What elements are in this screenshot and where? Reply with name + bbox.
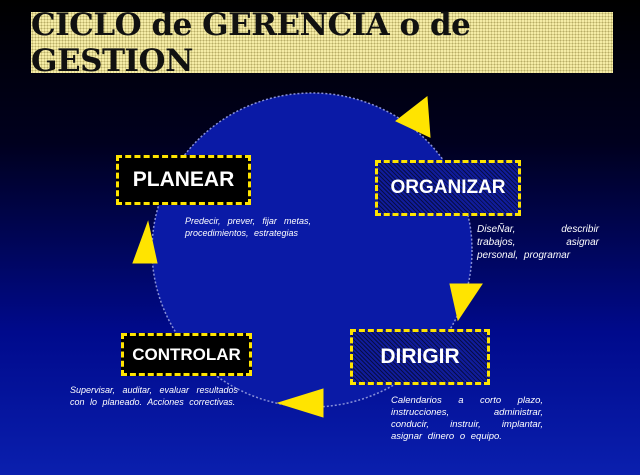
stage-controlar-label: CONTROLAR [132,344,241,364]
stage-dirigir-label: DIRIGIR [380,345,460,368]
stage-organizar-box: ORGANIZAR [375,160,521,216]
stage-planear-label: PLANEAR [132,168,235,191]
stage-organizar-description: DiseÑar, describir trabajos, asignar per… [477,224,599,261]
stage-controlar-box: CONTROLAR [121,333,252,376]
arrow-to-dirigir [449,283,483,322]
stage-dirigir-box: DIRIGIR [350,329,490,385]
stage-planear-box: PLANEAR [116,155,251,205]
arrow-to-controlar [276,388,324,418]
arrow-to-organizar [395,96,431,138]
stage-dirigir-description: Calendarios a corto plazo, instrucciones… [391,395,543,442]
stage-controlar-description: Supervisar, auditar, evaluar resultados … [70,385,238,407]
arrow-to-planear [132,220,158,264]
page-title: CICLO de GERENCIA o de GESTION [31,6,471,79]
title-banner: CICLO de GERENCIA o de GESTION [31,7,613,79]
stage-organizar-label: ORGANIZAR [390,177,506,198]
stage-planear-description: Predecir, prever, fijar metas, procedimi… [185,216,311,238]
